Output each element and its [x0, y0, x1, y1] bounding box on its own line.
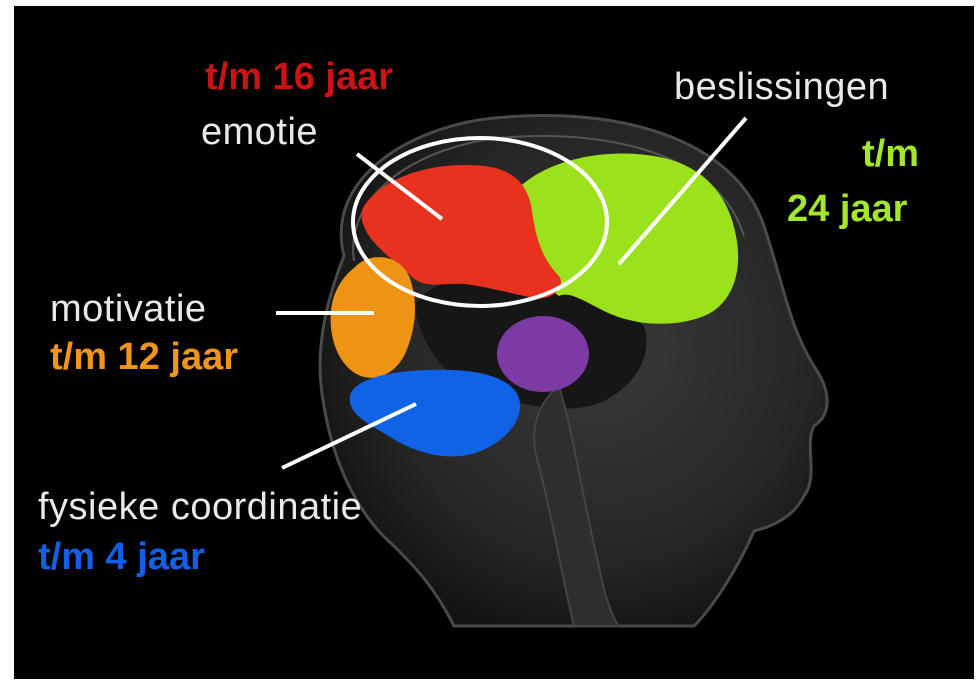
decisions-age-line2: 24 jaar: [787, 190, 907, 228]
emotion-label: emotie: [201, 113, 318, 151]
motivation-label: motivatie: [50, 290, 207, 328]
decisions-age-line1: t/m: [862, 135, 919, 173]
motivation-age-label: t/m 12 jaar: [50, 338, 238, 376]
emotion-age-label: t/m 16 jaar: [205, 58, 393, 96]
coordination-age-label: t/m 4 jaar: [38, 538, 205, 576]
center-region: [497, 316, 589, 392]
coordination-label: fysieke coordinatie: [38, 488, 362, 526]
brain-diagram-slide: t/m 16 jaar emotie beslissingen t/m 24 j…: [14, 6, 974, 679]
decisions-label: beslissingen: [674, 68, 889, 106]
